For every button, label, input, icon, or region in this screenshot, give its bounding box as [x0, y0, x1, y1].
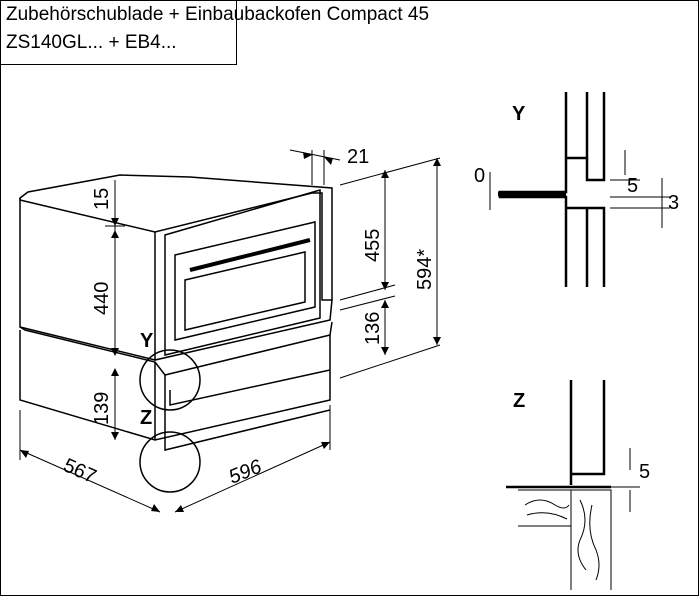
oven-window-inner: [184, 251, 306, 331]
dim-text-594: 594*: [414, 249, 436, 290]
oven-left-face: [19, 198, 156, 361]
dim-ext: [339, 344, 441, 379]
dim-line-567: [19, 449, 161, 513]
dimension-arrows: [20, 152, 441, 512]
dim-ext: [339, 157, 441, 186]
drawer-front: [164, 375, 331, 451]
oven-handle: [189, 238, 311, 272]
detail-y-circle: [139, 349, 201, 411]
detail-z-circle: [139, 431, 201, 493]
dim-text-15: 15: [91, 188, 113, 210]
appliance-drawing: [19, 174, 333, 451]
main-label-z: Z: [140, 407, 152, 429]
title-line-1: Zubehörschublade + Einbaubackofen Compac…: [6, 4, 430, 25]
dim-text-440: 440: [91, 282, 113, 315]
dim-text-136: 136: [362, 312, 384, 345]
dim-text-596: 596: [226, 455, 266, 488]
title-divider: [0, 64, 236, 65]
dim-text-455: 455: [362, 229, 384, 262]
detail-z-label: Z: [513, 390, 525, 412]
detail-z-drawing: [506, 380, 640, 590]
title-line-2: ZS140GL... + EB4...: [6, 32, 177, 53]
oven-front-outline: [154, 232, 333, 361]
detail-y-dim-0: 0: [474, 165, 485, 187]
title-divider-vertical: [236, 0, 237, 65]
detail-z-dim-5: 5: [639, 461, 650, 483]
dim-ext: [339, 295, 396, 311]
main-label-y: Y: [140, 330, 154, 352]
oven-top-edge: [19, 174, 333, 301]
dim-text-139: 139: [91, 392, 113, 425]
detail-y-dim-5: 5: [627, 175, 638, 197]
dim-line-596: [174, 441, 331, 513]
drawer-top: [19, 321, 333, 376]
drawer-front-edge: [169, 369, 331, 406]
oven-window-outer: [174, 221, 316, 341]
detail-y-drawing: [489, 92, 670, 287]
detail-y-dim-3: 3: [668, 192, 679, 214]
dim-text-21: 21: [347, 146, 369, 168]
oven-door: [164, 189, 321, 356]
dimension-lines: [19, 149, 441, 513]
detail-y-label: Y: [512, 103, 526, 125]
